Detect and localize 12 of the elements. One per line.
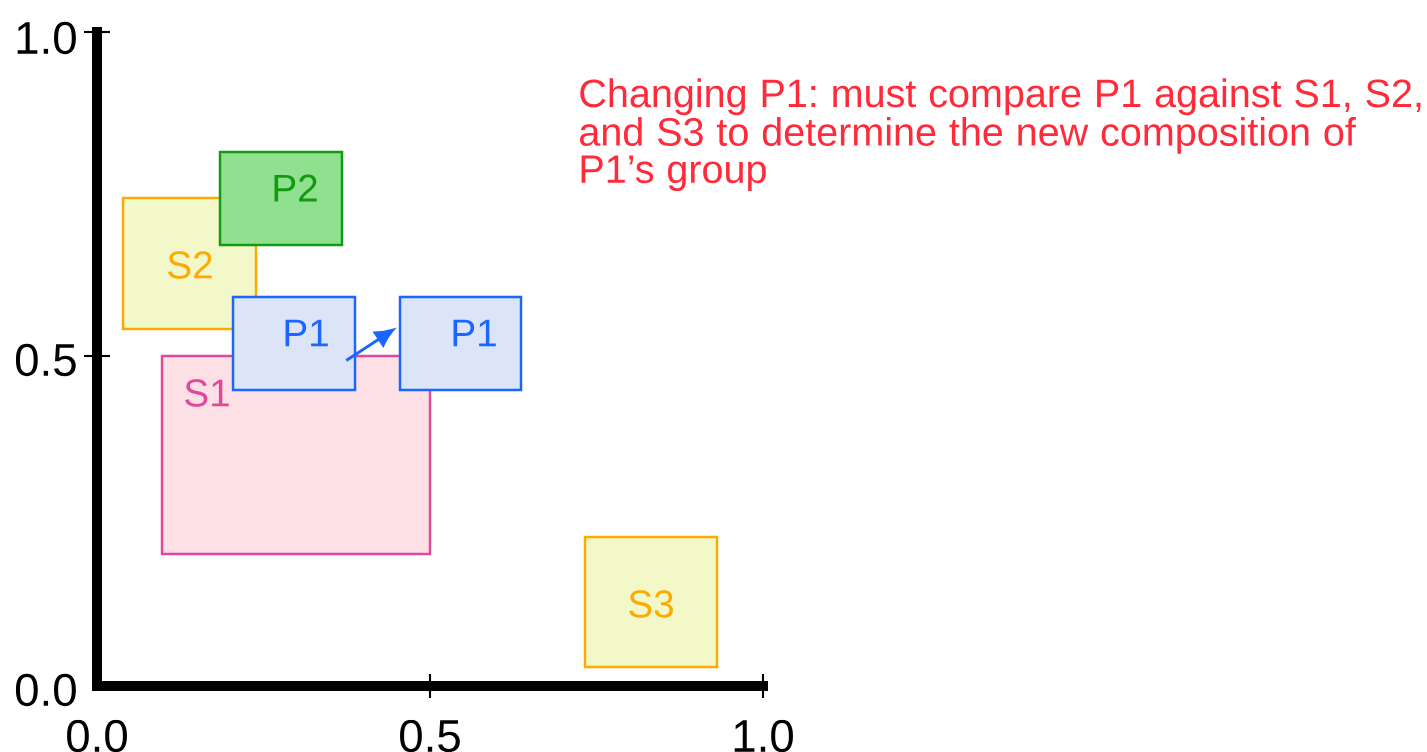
tick-label: 0.5 [15,343,76,377]
region-box: P1 [398,295,523,392]
region-box: S1 [160,354,432,556]
region-box: S3 [583,535,719,669]
region-box: P2 [218,150,344,247]
tick-label: 0.5 [400,719,460,752]
region-box: P1 [231,295,357,392]
tick-label: 0.0 [15,673,76,707]
tick-label: 0.0 [67,719,127,752]
tick-label: 1.0 [17,21,76,55]
tick-label: 1.0 [734,719,793,752]
note-text: Changing P1: must compare P1 against S1, S2, and S3 to determine the new composition of P1’s group [580,78,1421,191]
